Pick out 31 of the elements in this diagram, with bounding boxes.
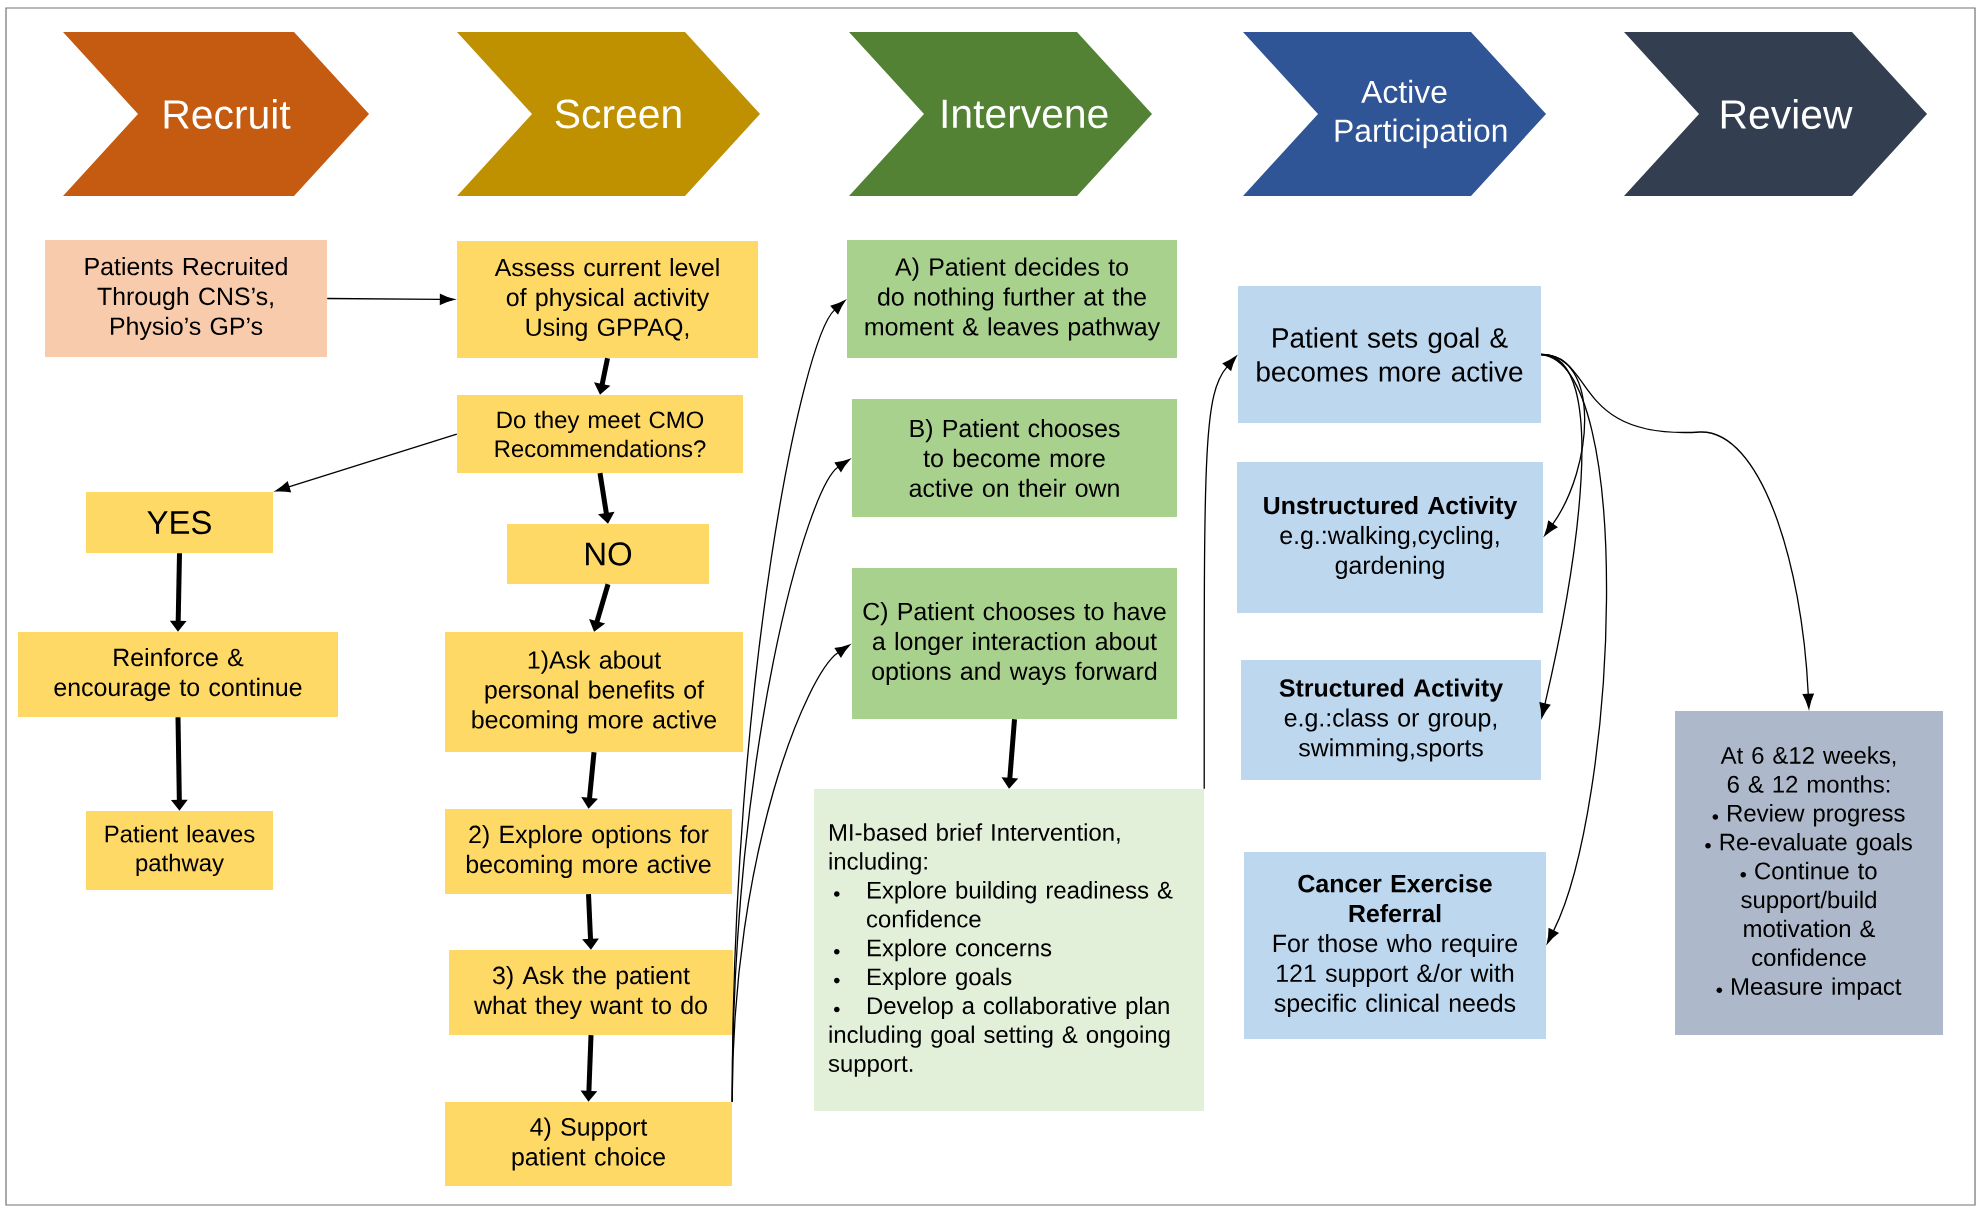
chevron-step: Screen bbox=[457, 32, 760, 196]
process-box: 3) Ask the patient what they want to do bbox=[449, 950, 733, 1035]
activity-box: Structured Activity e.g.:class or group, swimming,sports bbox=[1241, 660, 1541, 780]
arrow bbox=[326, 293, 455, 305]
activity-box: Cancer Exercise Referral For those who require 121 support &/or with specific clinical needs bbox=[1244, 852, 1546, 1039]
process-box: NO bbox=[507, 524, 709, 584]
arrow bbox=[275, 433, 458, 493]
arrow bbox=[731, 644, 851, 1103]
process-box: Assess current level of physical activity Using GPPAQ, bbox=[457, 241, 758, 358]
arrow bbox=[1540, 353, 1814, 709]
process-box: Do they meet CMO Recommendations? bbox=[457, 395, 743, 473]
process-box: Patient leaves pathway bbox=[86, 811, 273, 890]
intervention-box: MI-based brief Intervention, including: Explore building readiness & confidence Explore concerns Explore goals Develop a collaborative plan including goal setting & ongoing support. bbox=[814, 789, 1204, 1111]
arrow bbox=[1203, 356, 1237, 790]
chevron-step: Review bbox=[1624, 32, 1927, 196]
process-box: Reinforce & encourage to continue bbox=[18, 632, 338, 717]
chevron-step: Recruit bbox=[63, 32, 369, 196]
process-box: Patients Recruited Through CNS’s, Physio’s GP’s bbox=[45, 240, 327, 357]
process-box: Patient sets goal & becomes more active bbox=[1238, 286, 1541, 423]
process-box: B) Patient chooses to become more active on their own bbox=[852, 399, 1177, 517]
process-box: A) Patient decides to do nothing further at the moment & leaves pathway bbox=[847, 240, 1177, 358]
process-box: 1)Ask about personal benefits of becoming more active bbox=[445, 632, 743, 752]
process-box: 2) Explore options for becoming more active bbox=[445, 809, 732, 894]
process-box: C) Patient chooses to have a longer interaction about options and ways forward bbox=[852, 568, 1177, 719]
chevron-step: Active Participation bbox=[1243, 32, 1546, 196]
chevron-step: Intervene bbox=[849, 32, 1152, 196]
review-box: At 6 &12 weeks, 6 & 12 months: Review progress Re-evaluate goals Continue to support/build motivation & confidence Measure impact bbox=[1675, 711, 1943, 1035]
arrow bbox=[1540, 353, 1608, 944]
process-box: 4) Support patient choice bbox=[445, 1102, 732, 1186]
process-box: YES bbox=[86, 492, 273, 553]
activity-box: Unstructured Activity e.g.:walking,cycling, gardening bbox=[1237, 462, 1543, 613]
